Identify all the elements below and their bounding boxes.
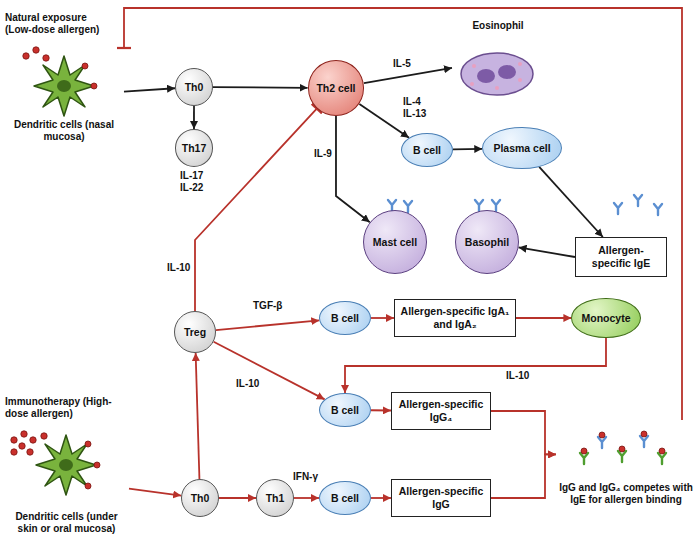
connector-arrow bbox=[453, 148, 482, 150]
dendritic-cell bbox=[36, 435, 96, 495]
connector-arrow bbox=[196, 353, 200, 479]
node-text: Th2 cell bbox=[316, 82, 355, 95]
node-text: Treg bbox=[184, 326, 206, 339]
node-text: Th17 bbox=[182, 142, 207, 155]
cell-circle: Mast cell bbox=[363, 210, 427, 274]
cell-circle: Treg bbox=[174, 311, 216, 353]
cell-illustration: Dendritic cells (under skin or oral muco… bbox=[4, 426, 129, 535]
allergen-dots bbox=[11, 47, 100, 489]
node-text: Plasma cell bbox=[493, 142, 550, 155]
node-text: B cell bbox=[331, 312, 359, 325]
connector-arrow bbox=[539, 167, 603, 237]
node-text: Th0 bbox=[185, 81, 204, 94]
cell-circle: B cell bbox=[319, 301, 371, 335]
connector-arrow bbox=[124, 88, 175, 91]
cell-circle: Th0 bbox=[181, 479, 219, 517]
connector-arrow bbox=[364, 68, 452, 83]
cytokine-label: IL-9 bbox=[313, 148, 333, 160]
antibody-box: Allergen-specific IgE bbox=[575, 237, 667, 277]
cytokine-label: IFN-γ bbox=[292, 471, 319, 483]
node-text: Th0 bbox=[191, 492, 210, 505]
cell-circle: Th0 bbox=[175, 68, 213, 106]
node-text: Eosinophil bbox=[472, 20, 523, 32]
connector-arrow bbox=[491, 411, 556, 454]
competition-illustration bbox=[580, 431, 666, 464]
node-text: B cell bbox=[331, 404, 359, 417]
node-text: B cell bbox=[331, 492, 359, 505]
note-label: IL-17 IL-22 bbox=[179, 170, 215, 194]
antibody-box: Allergen-specific IgG bbox=[391, 479, 491, 517]
node-text: IgG and IgG₄ competes with IgE for aller… bbox=[556, 482, 696, 506]
connector-arrow bbox=[216, 320, 319, 330]
cell-circle: Plasma cell bbox=[482, 127, 562, 169]
inhibition-line bbox=[195, 109, 317, 311]
connector-arrow bbox=[516, 317, 571, 319]
cell-circle: Th17 bbox=[175, 129, 214, 167]
dendritic-cell bbox=[34, 56, 94, 116]
node-text: Allergen-specific IgG bbox=[397, 485, 485, 510]
connector-arrow bbox=[193, 106, 195, 129]
note-label: Immunotherapy (High-dose allergen) bbox=[4, 396, 114, 420]
cell-circle: B cell bbox=[319, 481, 371, 515]
eosinophil-cell bbox=[461, 53, 533, 95]
connector-arrow bbox=[129, 489, 181, 496]
cytokine-label: TGF-β bbox=[252, 300, 283, 312]
node-text: Monocyte bbox=[581, 312, 630, 325]
node-text: Allergen-specific IgG₄ bbox=[397, 398, 485, 423]
cytokine-label: IL-10 bbox=[166, 262, 191, 274]
connector-arrow bbox=[491, 454, 556, 498]
connector-arrow bbox=[371, 409, 391, 411]
connector-arrow bbox=[214, 342, 325, 400]
inhibition-line bbox=[124, 8, 682, 420]
node-text: Dendritic cells (nasal mucosa) bbox=[4, 119, 124, 143]
connector-arrow bbox=[345, 338, 606, 393]
connector-arrow bbox=[336, 116, 370, 222]
node-text: Basophil bbox=[465, 236, 509, 249]
cell-illustration: Dendritic cells (nasal mucosa) bbox=[4, 48, 124, 143]
node-text: Mast cell bbox=[373, 236, 417, 249]
connector-arrow bbox=[519, 247, 575, 257]
cell-circle: Th1 bbox=[256, 479, 294, 517]
antibody-box: Allergen-specific IgG₄ bbox=[391, 392, 491, 430]
cell-illustration: Eosinophil bbox=[452, 20, 544, 100]
node-text: Th1 bbox=[266, 492, 285, 505]
note-label: Natural exposure (Low-dose allergen) bbox=[4, 12, 114, 36]
cytokine-label: IL-5 bbox=[392, 58, 412, 70]
cytokine-label: IL-10 bbox=[505, 370, 530, 382]
node-text: B cell bbox=[413, 144, 441, 157]
connector-arrow bbox=[213, 86, 308, 88]
cytokine-label: IL-10 bbox=[235, 378, 260, 390]
cytokine-label: IL-4 IL-13 bbox=[402, 96, 434, 120]
node-text: Allergen-specific IgE bbox=[581, 244, 661, 269]
ige-antibodies bbox=[614, 195, 662, 215]
cell-circle: Basophil bbox=[455, 210, 519, 274]
connector-arrow bbox=[371, 317, 394, 319]
cell-illustration: IgG and IgG₄ competes with IgE for aller… bbox=[556, 420, 696, 506]
connector-arrow bbox=[371, 497, 391, 499]
connector-arrow bbox=[294, 497, 319, 499]
node-text: Dendritic cells (under skin or oral muco… bbox=[4, 511, 129, 535]
cell-circle: Th2 cell bbox=[308, 60, 365, 116]
cell-circle: B cell bbox=[401, 133, 453, 167]
connector-arrow bbox=[219, 497, 256, 499]
node-text: Allergen-specific IgA₁ and IgA₂ bbox=[400, 305, 510, 330]
antibody-box: Allergen-specific IgA₁ and IgA₂ bbox=[394, 299, 516, 337]
cell-circle: B cell bbox=[319, 393, 371, 427]
cell-circle: Monocyte bbox=[571, 298, 640, 338]
